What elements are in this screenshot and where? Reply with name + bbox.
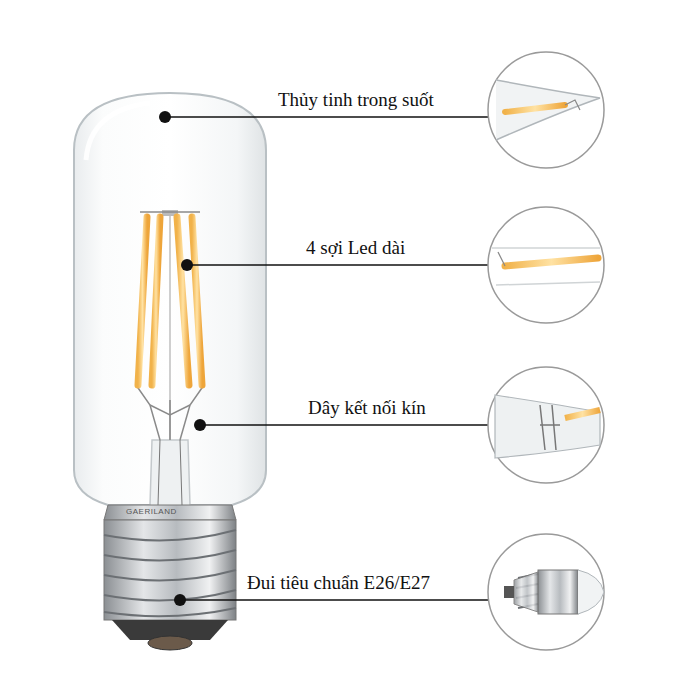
part-label: Thủy tinh trong suốt <box>278 89 434 112</box>
part-label: Dây kết nối kín <box>308 397 426 420</box>
brand-mark: GAERILAND <box>126 507 177 517</box>
part-label: Đui tiêu chuẩn E26/E27 <box>247 572 430 595</box>
part-label: 4 sợi Led dài <box>306 237 405 260</box>
